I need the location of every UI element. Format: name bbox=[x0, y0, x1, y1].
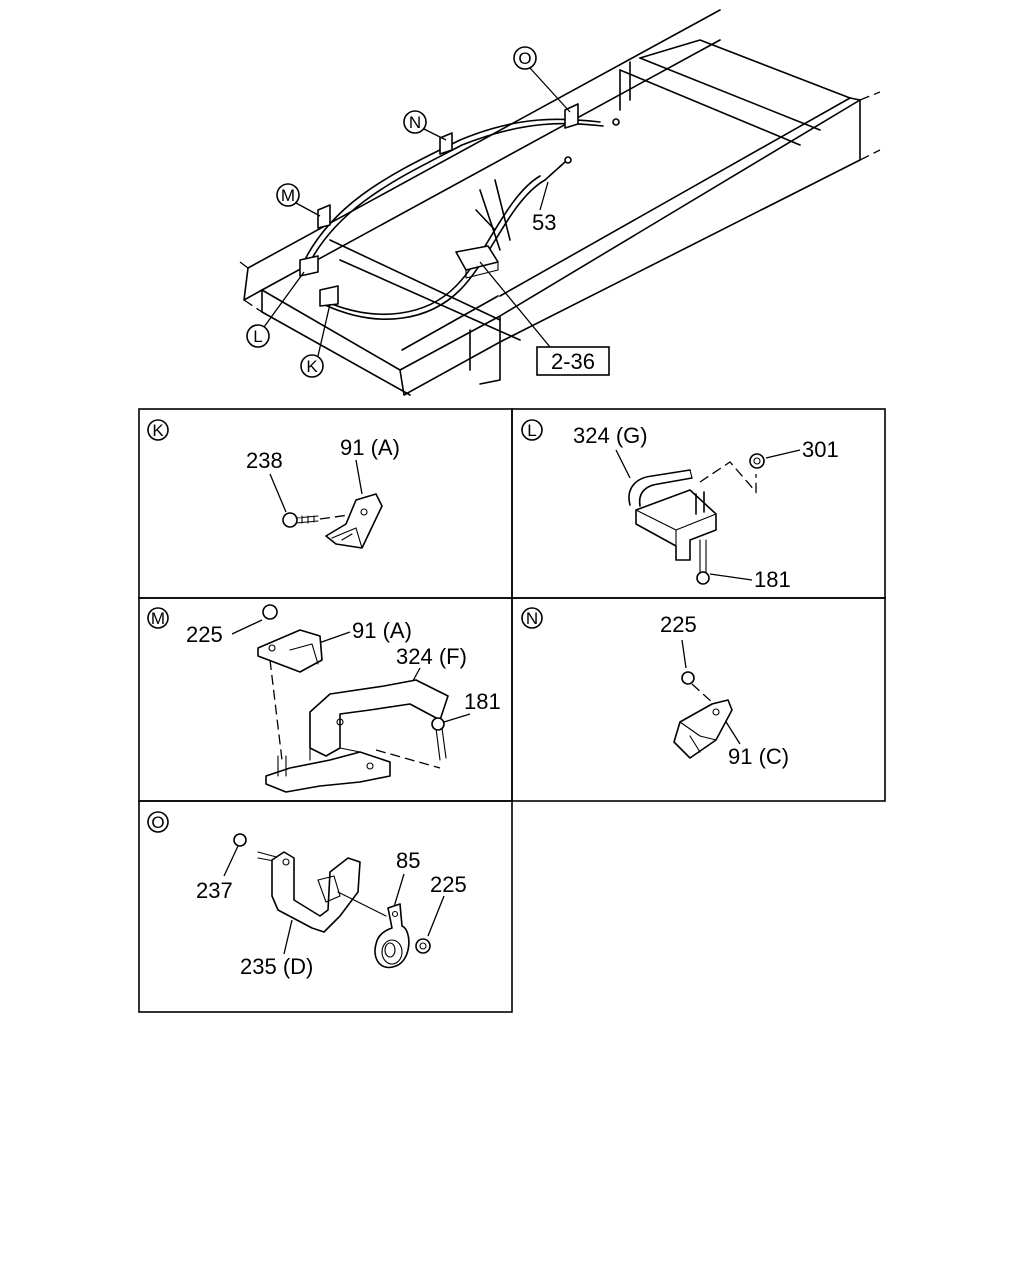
bracket-235d bbox=[271, 851, 361, 933]
label-237: 237 bbox=[196, 878, 233, 903]
clamp-85 bbox=[374, 903, 410, 969]
clip-91a bbox=[325, 493, 383, 549]
detail-panel-o: O 237 85 225 235 (D) bbox=[147, 811, 467, 979]
callout-m: M bbox=[276, 183, 321, 217]
detail-panel-k: K 238 91 (A) bbox=[147, 419, 400, 549]
label-324f: 324 (F) bbox=[396, 644, 467, 669]
panel-m-tag: M bbox=[151, 609, 165, 628]
bolt-181 bbox=[696, 539, 710, 585]
svg-text:O: O bbox=[518, 49, 531, 68]
label-225: 225 bbox=[186, 622, 223, 647]
clip-91c bbox=[673, 699, 733, 759]
svg-text:M: M bbox=[281, 186, 295, 205]
bolt-238 bbox=[282, 512, 319, 528]
label-91a: 91 (A) bbox=[340, 435, 400, 460]
label-235d: 235 (D) bbox=[240, 954, 313, 979]
callout-o: O bbox=[513, 46, 571, 113]
overview-callouts: O N M L K 53 2-36 bbox=[246, 46, 610, 378]
nut-237 bbox=[233, 833, 247, 847]
detail-grid bbox=[138, 408, 886, 1013]
label-225-o: 225 bbox=[430, 872, 467, 897]
label-225-n: 225 bbox=[660, 612, 697, 637]
nut-225-o bbox=[415, 938, 431, 954]
bracket-324f bbox=[265, 679, 449, 793]
svg-text:N: N bbox=[409, 113, 421, 132]
label-324g: 324 (G) bbox=[573, 423, 648, 448]
label-181: 181 bbox=[754, 567, 791, 592]
svg-text:K: K bbox=[306, 357, 318, 376]
nut-225-n bbox=[681, 671, 695, 685]
panel-o-tag: O bbox=[151, 813, 164, 832]
svg-text:L: L bbox=[253, 327, 262, 346]
label-85: 85 bbox=[396, 848, 420, 873]
detail-panel-m: M 225 91 (A) 324 (F) 181 bbox=[147, 604, 501, 793]
callout-k: K bbox=[300, 303, 331, 378]
label-181-m: 181 bbox=[464, 689, 501, 714]
detail-panel-n: N 225 91 (C) bbox=[521, 607, 789, 769]
panel-k-tag: K bbox=[152, 421, 164, 440]
detail-panel-l: L 324 (G) 301 181 bbox=[521, 419, 839, 592]
part-53-label: 53 bbox=[532, 181, 556, 235]
stud-m bbox=[277, 755, 287, 777]
reference-box-2-36: 2-36 bbox=[479, 261, 610, 376]
callout-l: L bbox=[246, 271, 305, 348]
nut-225-m bbox=[262, 604, 278, 620]
clip-91a-m bbox=[257, 629, 323, 673]
panel-l-tag: L bbox=[527, 421, 536, 440]
svg-text:2-36: 2-36 bbox=[551, 349, 595, 374]
svg-text:53: 53 bbox=[532, 210, 556, 235]
label-301: 301 bbox=[802, 437, 839, 462]
label-91a-m: 91 (A) bbox=[352, 618, 412, 643]
nut-301 bbox=[749, 453, 765, 469]
label-91c: 91 (C) bbox=[728, 744, 789, 769]
label-238: 238 bbox=[246, 448, 283, 473]
bracket-324g bbox=[628, 469, 717, 561]
bolt-181-m bbox=[431, 717, 447, 761]
panel-n-tag: N bbox=[526, 609, 538, 628]
callout-n: N bbox=[403, 110, 447, 141]
chassis-frame-drawing bbox=[239, 9, 881, 396]
